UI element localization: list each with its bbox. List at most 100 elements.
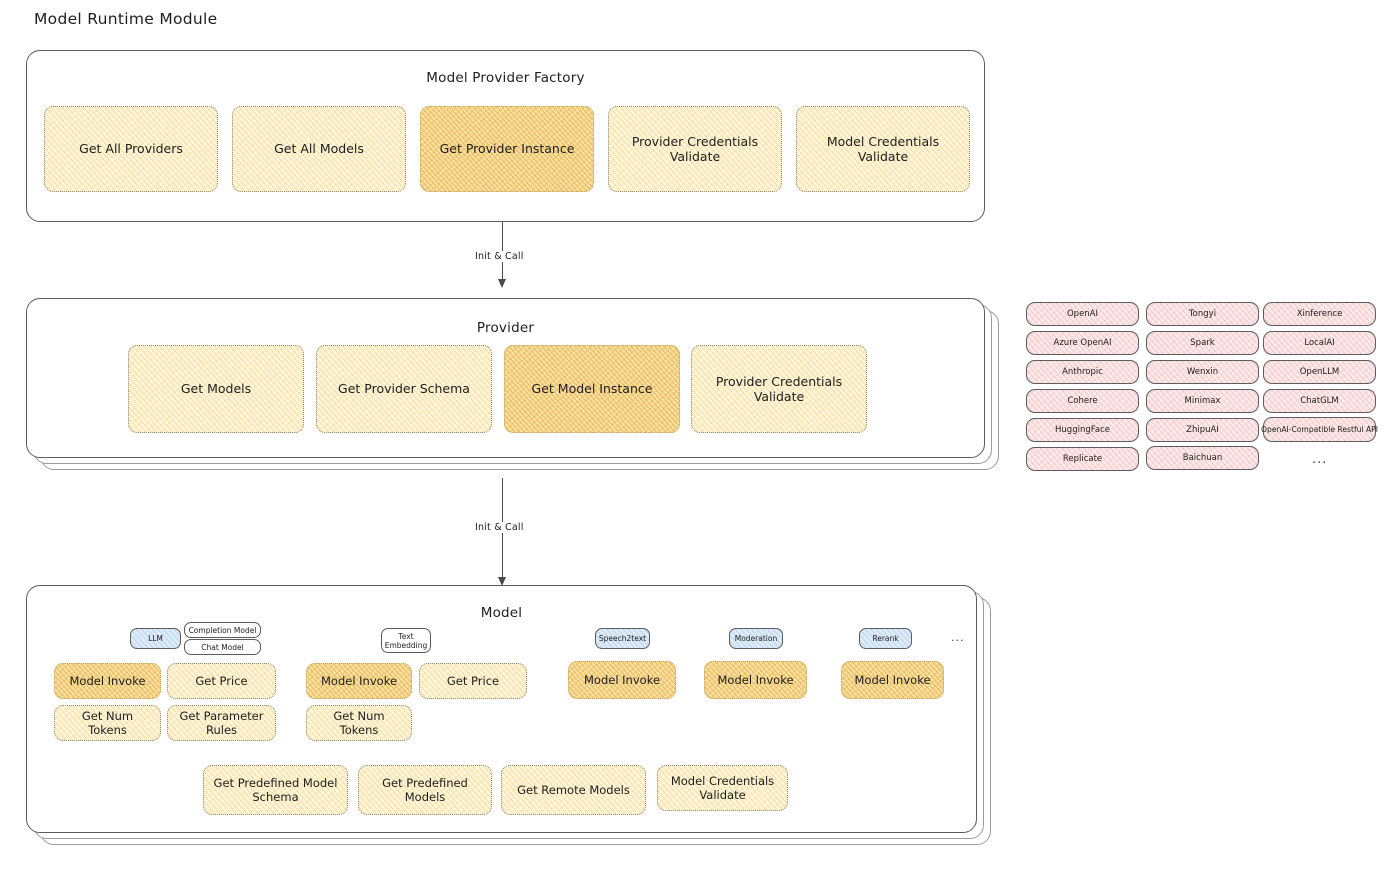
- node-llm-get-num-tokens[interactable]: Get Num Tokens: [54, 705, 161, 741]
- node-label: Get Parameter Rules: [179, 708, 264, 737]
- node-label: Provider Credentials Validate: [631, 133, 759, 164]
- node-get-provider-schema[interactable]: Get Provider Schema: [316, 345, 492, 433]
- node-label: Get Provider Instance: [439, 141, 575, 157]
- pill-label: HuggingFace: [1055, 425, 1110, 435]
- node-provider-credentials-validate-2[interactable]: Provider Credentials Validate: [691, 345, 867, 433]
- node-get-all-providers[interactable]: Get All Providers: [44, 106, 218, 192]
- provider-pill-anthropic[interactable]: Anthropic: [1026, 360, 1139, 384]
- node-embedding-get-num-tokens[interactable]: Get Num Tokens: [306, 705, 412, 741]
- node-get-models[interactable]: Get Models: [128, 345, 304, 433]
- node-label: Get Model Instance: [531, 381, 653, 397]
- model-panel-title: Model: [480, 605, 523, 621]
- pill-label: Tongyi: [1188, 309, 1217, 319]
- provider-pill-spark[interactable]: Spark: [1146, 331, 1259, 355]
- badge-label: Rerank: [872, 634, 899, 643]
- node-embedding-model-invoke[interactable]: Model Invoke: [306, 663, 412, 699]
- node-get-remote-models[interactable]: Get Remote Models: [501, 765, 646, 815]
- pill-label: Xinference: [1296, 309, 1343, 319]
- pill-label: ZhipuAI: [1186, 425, 1219, 435]
- node-llm-get-parameter-rules[interactable]: Get Parameter Rules: [167, 705, 276, 741]
- arrow-provider-to-model-head: [497, 577, 506, 586]
- model-type-badge-speech2text[interactable]: Speech2text: [595, 628, 650, 649]
- node-label: Model Invoke: [69, 673, 146, 688]
- node-label: Model Invoke: [717, 672, 794, 687]
- provider-pill-openai-compatible-restful-api[interactable]: OpenAI-Compatible Restful API: [1261, 417, 1378, 442]
- pill-label: ChatGLM: [1300, 396, 1339, 406]
- provider-pill-wenxin[interactable]: Wenxin: [1146, 360, 1259, 384]
- provider-pill-minimax[interactable]: Minimax: [1146, 389, 1259, 413]
- pill-label: Minimax: [1184, 396, 1221, 406]
- badge-label: Chat Model: [201, 642, 244, 652]
- factory-panel-title: Model Provider Factory: [426, 70, 585, 86]
- model-types-more-ellipsis: ...: [951, 631, 965, 644]
- pill-label: Replicate: [1062, 454, 1103, 464]
- model-type-badge-llm[interactable]: LLM: [130, 628, 181, 649]
- pill-label: Cohere: [1067, 396, 1098, 406]
- node-model-credentials-validate-2[interactable]: Model Credentials Validate: [657, 765, 788, 811]
- pill-label: OpenAI: [1066, 309, 1099, 319]
- provider-pill-zhipuai[interactable]: ZhipuAI: [1146, 418, 1259, 442]
- provider-pill-huggingface[interactable]: HuggingFace: [1026, 418, 1139, 442]
- provider-pill-tongyi[interactable]: Tongyi: [1146, 302, 1259, 326]
- badge-label: LLM: [148, 634, 163, 643]
- node-label: Get Price: [446, 673, 500, 688]
- badge-label: Completion Model: [188, 625, 257, 635]
- node-label: Model Credentials Validate: [670, 773, 775, 802]
- pill-label: OpenAI-Compatible Restful API: [1261, 425, 1378, 434]
- node-label: Get Models: [180, 381, 252, 397]
- pill-label: LocalAI: [1304, 338, 1335, 348]
- node-get-provider-instance[interactable]: Get Provider Instance: [420, 106, 594, 192]
- node-embedding-get-price[interactable]: Get Price: [419, 663, 527, 699]
- pill-label: Anthropic: [1062, 367, 1103, 377]
- node-label: Get Remote Models: [517, 782, 630, 797]
- node-label: Provider Credentials Validate: [715, 373, 843, 404]
- provider-pill-baichuan[interactable]: Baichuan: [1146, 446, 1259, 470]
- node-get-predefined-model-schema[interactable]: Get Predefined Model Schema: [203, 765, 348, 815]
- node-provider-credentials-validate[interactable]: Provider Credentials Validate: [608, 106, 782, 192]
- node-label: Get Provider Schema: [338, 381, 470, 397]
- node-label: Model Invoke: [583, 672, 661, 687]
- node-label: Get All Models: [274, 141, 364, 157]
- node-label: Model Invoke: [320, 673, 398, 688]
- pill-label: Azure OpenAI: [1053, 338, 1112, 348]
- provider-pill-openllm[interactable]: OpenLLM: [1263, 360, 1376, 384]
- provider-pill-replicate[interactable]: Replicate: [1026, 447, 1139, 471]
- model-type-badge-moderation[interactable]: Moderation: [729, 628, 783, 649]
- node-speech2text-model-invoke[interactable]: Model Invoke: [568, 661, 676, 699]
- node-get-model-instance[interactable]: Get Model Instance: [504, 345, 680, 433]
- model-type-badge-rerank[interactable]: Rerank: [859, 628, 912, 649]
- provider-list-more-ellipsis: ...: [1312, 452, 1328, 467]
- pill-label: Wenxin: [1186, 367, 1219, 377]
- arrow-factory-to-provider-head: [497, 279, 506, 288]
- pill-label: Spark: [1190, 338, 1215, 348]
- badge-label: Text Embedding: [384, 631, 428, 650]
- provider-pill-localai[interactable]: LocalAI: [1263, 331, 1376, 355]
- arrow-label-init-call-1: Init & Call: [471, 251, 528, 262]
- pill-label: Baichuan: [1182, 453, 1223, 463]
- node-llm-model-invoke[interactable]: Model Invoke: [54, 663, 161, 699]
- provider-pill-openai[interactable]: OpenAI: [1026, 302, 1139, 326]
- provider-pill-xinference[interactable]: Xinference: [1263, 302, 1376, 326]
- node-rerank-model-invoke[interactable]: Model Invoke: [841, 661, 944, 699]
- node-get-predefined-models[interactable]: Get Predefined Models: [358, 765, 492, 815]
- pill-label: OpenLLM: [1299, 367, 1340, 377]
- model-type-badge-text-embedding[interactable]: Text Embedding: [381, 628, 431, 653]
- model-subtype-completion-model[interactable]: Completion Model: [184, 622, 261, 638]
- node-llm-get-price[interactable]: Get Price: [167, 663, 276, 699]
- arrow-label-init-call-2: Init & Call: [471, 522, 528, 533]
- model-subtype-chat-model[interactable]: Chat Model: [184, 639, 261, 655]
- badge-label: Moderation: [734, 634, 778, 643]
- node-label: Get Price: [195, 673, 248, 688]
- node-label: Get Num Tokens: [333, 708, 385, 737]
- node-moderation-model-invoke[interactable]: Model Invoke: [704, 661, 807, 699]
- provider-panel-title: Provider: [476, 320, 535, 336]
- node-label: Get Predefined Models: [382, 775, 468, 804]
- node-label: Get All Providers: [79, 141, 183, 157]
- node-get-all-models[interactable]: Get All Models: [232, 106, 406, 192]
- page-title: Model Runtime Module: [34, 10, 218, 28]
- provider-pill-chatglm[interactable]: ChatGLM: [1263, 389, 1376, 413]
- node-model-credentials-validate[interactable]: Model Credentials Validate: [796, 106, 970, 192]
- provider-pill-azure-openai[interactable]: Azure OpenAI: [1026, 331, 1139, 355]
- provider-pill-cohere[interactable]: Cohere: [1026, 389, 1139, 413]
- node-label: Get Num Tokens: [81, 708, 134, 737]
